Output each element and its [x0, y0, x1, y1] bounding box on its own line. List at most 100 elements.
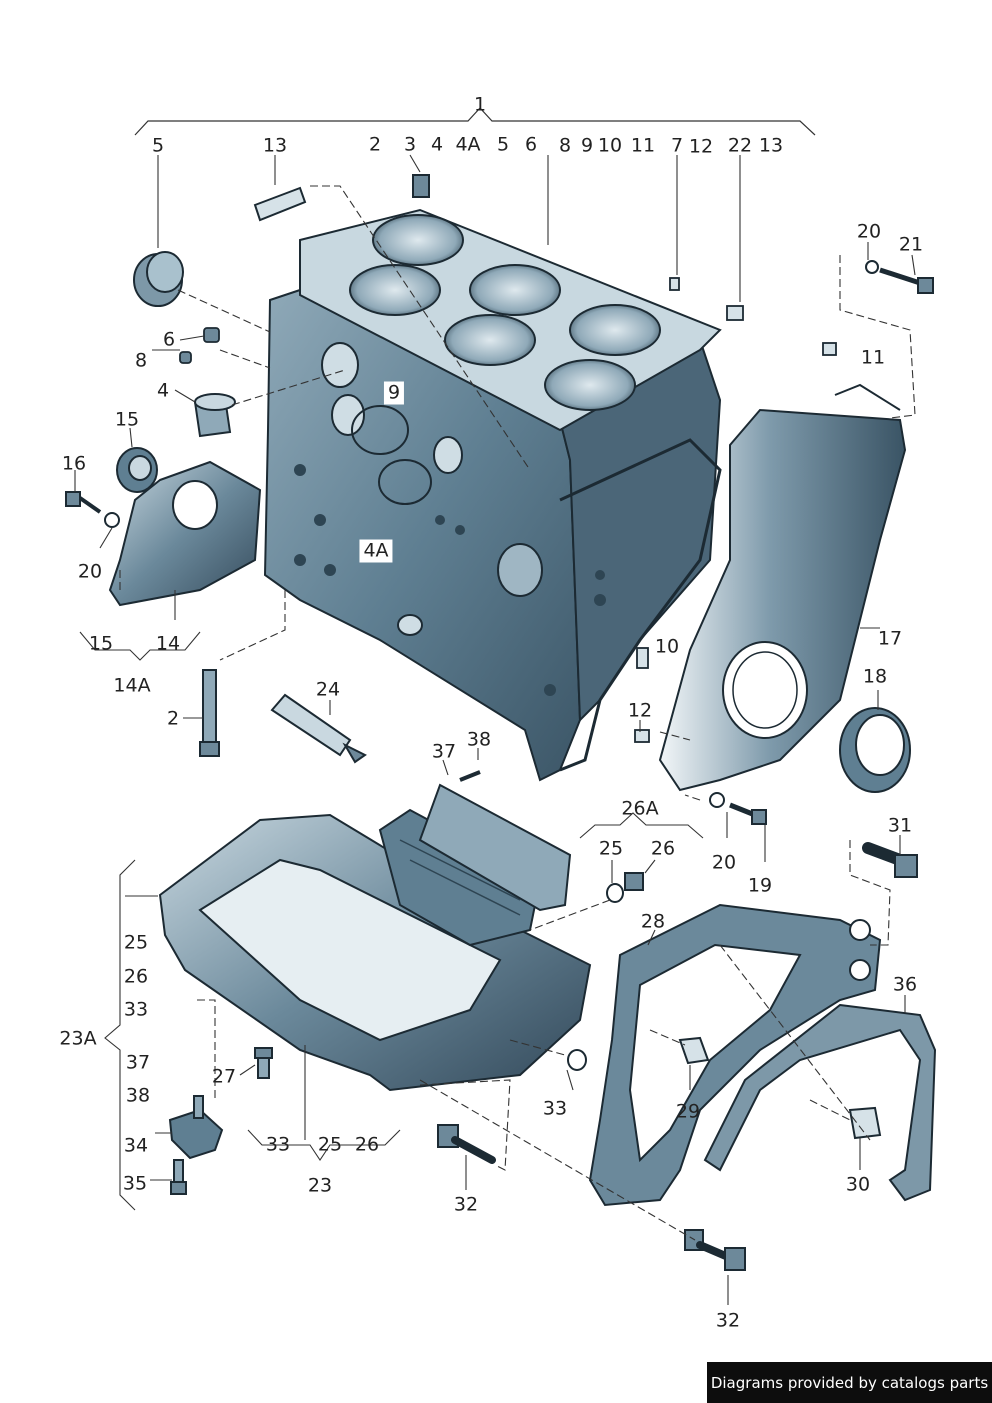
callout-37: 37	[431, 740, 457, 763]
callout-32: 32	[715, 1309, 741, 1332]
callout-4: 4	[156, 379, 170, 402]
callout-7: 7	[670, 134, 684, 157]
oil-seal	[116, 447, 158, 493]
callout-36: 36	[892, 973, 918, 996]
callout-10: 10	[654, 635, 680, 658]
callout-8: 8	[558, 134, 572, 157]
callout-6: 6	[162, 328, 176, 351]
intermediate-plate	[588, 903, 882, 1207]
callout-4: 4	[430, 133, 444, 156]
callout-23A: 23A	[59, 1027, 97, 1050]
bracket-top	[134, 107, 816, 136]
head-bolt	[199, 669, 220, 757]
block-front-flange	[559, 438, 722, 772]
cover-bolt-lower	[709, 792, 767, 825]
coolant-port	[321, 342, 359, 388]
callout-29: 29	[675, 1100, 701, 1123]
callout-26: 26	[354, 1133, 380, 1156]
callout-27: 27	[211, 1065, 237, 1088]
coolant-port	[433, 436, 463, 474]
callout-31: 31	[887, 814, 913, 837]
dowel-pin	[253, 186, 307, 222]
cylinder-bore	[569, 304, 661, 356]
cylinder-bore	[372, 214, 464, 266]
callout-38: 38	[466, 728, 492, 751]
callout-12: 12	[688, 135, 714, 158]
leader-lines	[74, 154, 916, 1305]
callout-24: 24	[315, 678, 341, 701]
callout-25: 25	[317, 1133, 343, 1156]
flywheel-bolt	[862, 842, 918, 878]
callout-33: 33	[265, 1133, 291, 1156]
coolant-port	[497, 543, 543, 597]
small-plug	[179, 327, 220, 364]
callout-35: 35	[122, 1172, 148, 1195]
callout-19: 19	[747, 874, 773, 897]
callout-5: 5	[151, 134, 165, 157]
callout-15: 15	[88, 632, 114, 655]
callout-9: 9	[580, 134, 594, 157]
callout-28: 28	[640, 910, 666, 933]
callout-32: 32	[453, 1193, 479, 1216]
cylinder-bore	[349, 264, 441, 316]
plug-bolt	[412, 174, 430, 198]
intermediate-plate-bolt	[437, 1124, 496, 1164]
alignment-pin	[634, 647, 650, 743]
timing-cover	[658, 383, 907, 792]
callout-17: 17	[877, 627, 903, 650]
callout-13: 13	[262, 134, 288, 157]
callout-23: 23	[307, 1174, 333, 1197]
callout-26: 26	[650, 837, 676, 860]
callout-11: 11	[860, 346, 886, 369]
intermediate-plate-bolt	[684, 1229, 746, 1271]
cylinder-bore	[444, 314, 536, 366]
seal-ring	[351, 405, 432, 505]
callout-26A: 26A	[621, 797, 659, 820]
coolant-port	[397, 614, 423, 636]
crankshaft-oil-seal	[839, 707, 911, 793]
callout-26: 26	[123, 965, 149, 988]
cylinder-bore	[544, 359, 636, 411]
oil-level-sensor	[168, 1095, 224, 1160]
callout-12: 12	[627, 699, 653, 722]
bushing	[193, 393, 236, 438]
callout-11: 11	[630, 134, 656, 157]
callout-37: 37	[125, 1051, 151, 1074]
callout-4A: 4A	[455, 133, 481, 156]
callout-6: 6	[524, 133, 538, 156]
callout-2: 2	[166, 707, 180, 730]
intermediate-gasket	[703, 1003, 937, 1202]
callout-14: 14	[155, 632, 181, 655]
callout-20: 20	[77, 560, 103, 583]
engine-block	[263, 208, 722, 782]
callout-2: 2	[368, 133, 382, 156]
cover-bolt	[865, 260, 934, 294]
callout-15: 15	[114, 408, 140, 431]
drain-plug	[606, 872, 644, 903]
callout-38: 38	[125, 1084, 151, 1107]
seal-flange	[108, 460, 262, 607]
callout-9: 9	[383, 381, 405, 405]
dowel-sleeve-large	[678, 1036, 882, 1140]
callout-22: 22	[727, 134, 753, 157]
oil-pan	[158, 808, 592, 1092]
coolant-port	[331, 394, 365, 436]
callout-33: 33	[542, 1097, 568, 1120]
sealant-tube	[270, 693, 367, 764]
footer-credit: Diagrams provided by catalogs parts	[707, 1362, 992, 1403]
dowel-sleeve	[669, 277, 837, 356]
callout-4A: 4A	[359, 539, 393, 563]
pan-bolt	[254, 1047, 273, 1079]
callout-20: 20	[856, 220, 882, 243]
sealing-plug	[133, 251, 184, 307]
callout-16: 16	[61, 452, 87, 475]
callout-20: 20	[711, 851, 737, 874]
callout-14A: 14A	[113, 674, 151, 697]
callout-21: 21	[898, 233, 924, 256]
callout-1: 1	[473, 93, 487, 116]
callout-25: 25	[598, 837, 624, 860]
callout-30: 30	[845, 1173, 871, 1196]
sensor-bolt	[170, 1159, 187, 1195]
